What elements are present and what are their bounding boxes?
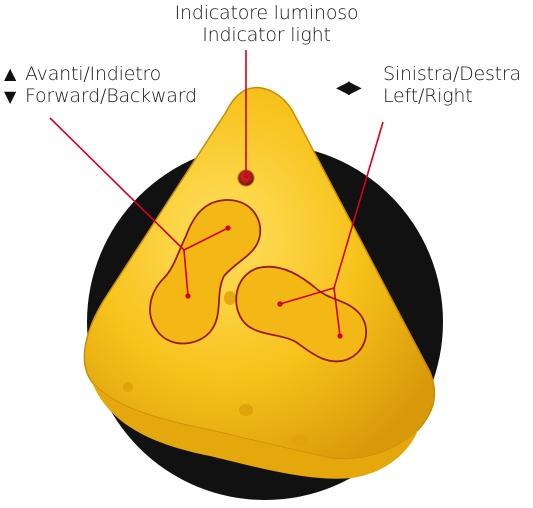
left-right-label-en: Left/Right (383, 85, 473, 107)
leader-endpoints (185, 173, 343, 339)
left-right-endpoint (277, 301, 283, 307)
forward-backward-endpoint (185, 293, 191, 299)
forward-backward-label-en: Forward/Backward (25, 85, 197, 107)
indicator-light-label: Indicatore luminoso Indicator light (0, 2, 533, 46)
arrow-left-right-icon: ◀▶ (336, 77, 362, 98)
left-right-button[interactable] (235, 265, 367, 363)
cheese-rim (92, 382, 418, 479)
left-right-endpoint (337, 333, 343, 339)
left-right-label: Sinistra/Destra Left/Right (383, 63, 521, 107)
forward-backward-label-it: Avanti/Indietro (25, 63, 162, 85)
forward-backward-label: Avanti/Indietro Forward/Backward (25, 63, 197, 107)
left-right-label-it: Sinistra/Destra (383, 63, 521, 85)
indicator-label-it: Indicatore luminoso (174, 2, 359, 24)
forward-backward-leader-line (183, 249, 189, 297)
cheese-hole (224, 291, 236, 305)
arrow-down-icon: ▼ (4, 87, 17, 106)
indicator-label-en: Indicator light (202, 24, 331, 46)
cheese-hole (123, 382, 133, 392)
arrow-up-icon: ▲ (4, 64, 17, 83)
leader-lines (49, 50, 384, 337)
cheese-hole (239, 404, 253, 416)
forward-backward-endpoint (225, 225, 231, 231)
cheese-hole (291, 434, 309, 446)
indicator-endpoint (243, 173, 249, 179)
forward-backward-button[interactable] (149, 199, 262, 345)
left-right-leader-line (333, 287, 341, 337)
